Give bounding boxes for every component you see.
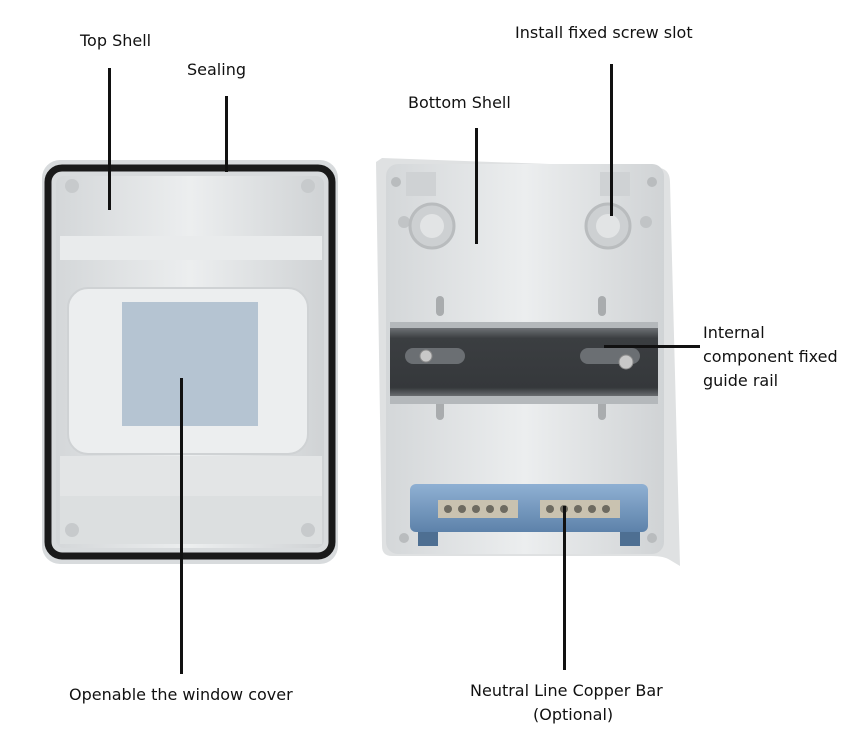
label-top-shell: Top Shell [80, 31, 152, 50]
label-guide-rail-2: component fixed [703, 347, 838, 366]
window-cover [122, 302, 258, 426]
label-install-screw-slot: Install fixed screw slot [515, 23, 693, 42]
label-copper-bar-2: (Optional) [533, 705, 614, 724]
sealing-gasket [44, 164, 336, 560]
leader-window-cover [180, 378, 183, 674]
leader-top-shell [108, 68, 111, 210]
bottom-shell [376, 158, 680, 566]
label-bottom-shell: Bottom Shell [408, 93, 511, 112]
label-copper-bar-1: Neutral Line Copper Bar [470, 681, 663, 700]
leader-install-screw-slot [610, 64, 613, 216]
leader-guide-rail [604, 345, 700, 348]
label-window-cover: Openable the window cover [69, 685, 293, 704]
label-sealing: Sealing [187, 60, 246, 79]
label-guide-rail-1: Internal [703, 323, 765, 342]
copper-bar [410, 484, 648, 532]
leader-copper-bar [563, 506, 566, 670]
label-guide-rail-3: guide rail [703, 371, 779, 390]
leader-bottom-shell [475, 128, 478, 244]
leader-sealing [225, 96, 228, 172]
top-shell [42, 160, 338, 564]
